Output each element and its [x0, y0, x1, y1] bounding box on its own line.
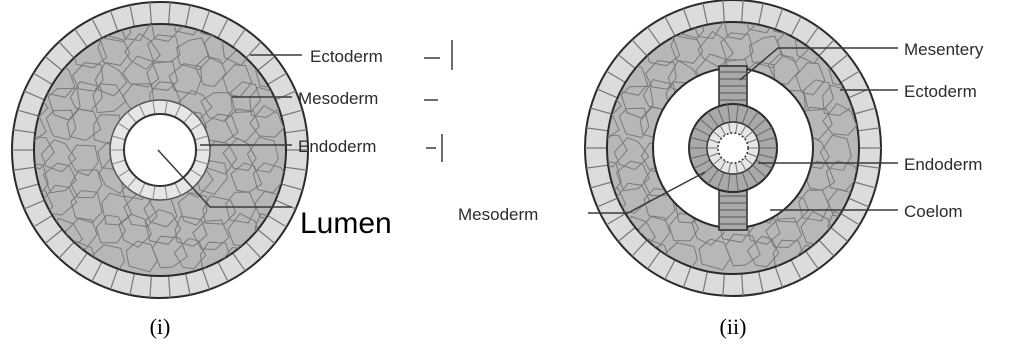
- label-coelom-ii: Coelom: [904, 202, 963, 221]
- mesoderm-cell: [590, 239, 618, 267]
- lumen-i: [124, 114, 196, 186]
- diagram-i: Ectoderm Mesoderm Endoderm Lumen (i): [12, 2, 452, 339]
- label-lumen-i: Lumen: [300, 207, 392, 240]
- label-endoderm-ii: Endoderm: [904, 155, 982, 174]
- mesoderm-cell: [822, 4, 854, 36]
- mesoderm-cell: [591, 6, 622, 38]
- label-mesentery-ii: Mesentery: [904, 40, 984, 59]
- lumen-ii: [718, 133, 748, 163]
- mesoderm-cell: [18, 8, 49, 40]
- mesoderm-cell: [249, 6, 281, 38]
- label-endoderm-i: Endoderm: [298, 137, 376, 156]
- label-ectoderm-i: Ectoderm: [310, 47, 383, 66]
- caption-i: (i): [150, 314, 171, 339]
- label-ectoderm-ii: Ectoderm: [904, 82, 977, 101]
- label-mesoderm-i: Mesoderm: [298, 89, 378, 108]
- mesoderm-cell: [17, 241, 45, 269]
- diagram-ii: Mesentery Ectoderm Endoderm Coelom Mesod…: [458, 0, 984, 339]
- caption-ii: (ii): [720, 314, 747, 339]
- label-mesoderm-ii: Mesoderm: [458, 205, 538, 224]
